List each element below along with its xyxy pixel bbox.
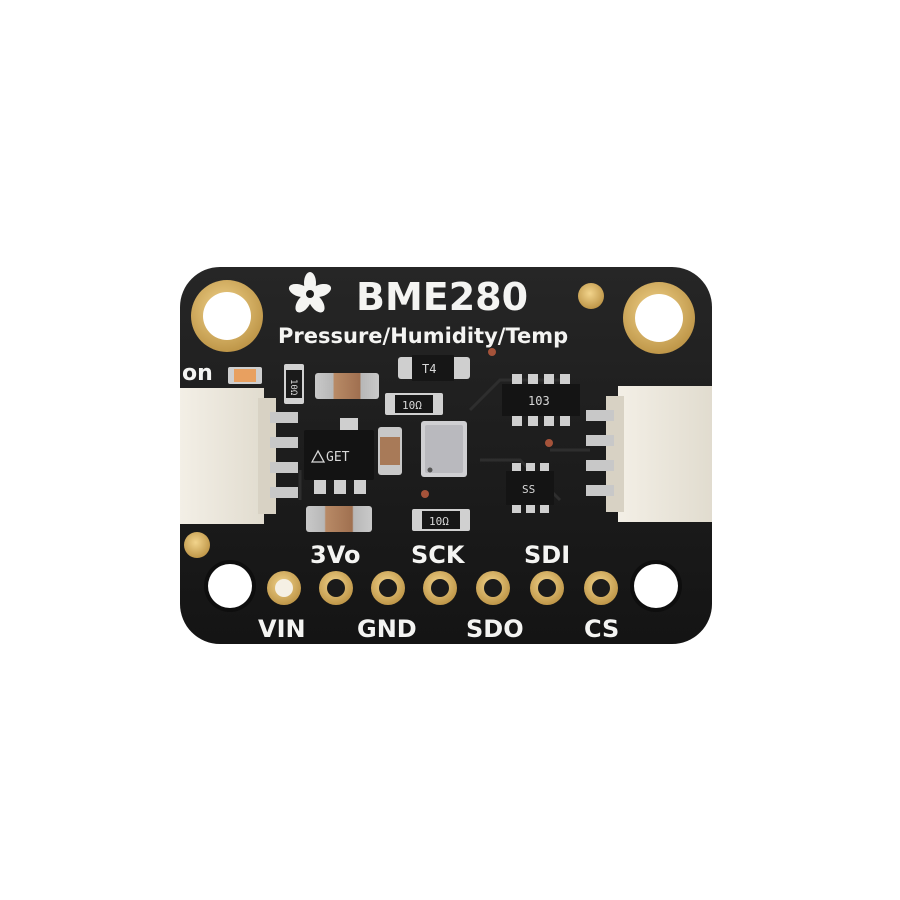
pin-label-gnd: GND bbox=[357, 615, 417, 643]
mosfet: SS bbox=[506, 463, 554, 513]
power-led bbox=[228, 367, 262, 384]
mounting-hole-bottom-left bbox=[204, 560, 256, 612]
jumper-pad-left bbox=[184, 532, 210, 558]
stemma-connector-right bbox=[586, 386, 712, 522]
regulator-label: GET bbox=[326, 450, 350, 465]
pin-sdo bbox=[476, 571, 510, 605]
bme280-sensor-chip bbox=[421, 421, 467, 477]
pin-label-sdi: SDI bbox=[524, 541, 570, 569]
via bbox=[421, 490, 429, 498]
voltage-regulator: GET bbox=[304, 418, 374, 494]
resistor-vertical: 10Ω bbox=[284, 364, 304, 404]
header-pins bbox=[267, 571, 618, 605]
pin-gnd bbox=[371, 571, 405, 605]
transistor-small: T4 bbox=[398, 355, 470, 381]
resistor-horizontal-lower: 10Ω bbox=[412, 509, 470, 531]
pin-label-vin: VIN bbox=[258, 615, 306, 643]
capacitor-top bbox=[315, 373, 379, 399]
mounting-hole-top-right bbox=[623, 282, 695, 354]
pin-label-3vo: 3Vo bbox=[310, 541, 360, 569]
network-label: 103 bbox=[528, 394, 550, 408]
mosfet-label: SS bbox=[522, 483, 535, 496]
mounting-hole-bottom-right bbox=[630, 560, 682, 612]
flower-icon bbox=[288, 272, 332, 313]
board-subtitle: Pressure/Humidity/Temp bbox=[278, 324, 568, 348]
board-title: BME280 bbox=[356, 275, 528, 319]
via bbox=[545, 439, 553, 447]
diode-label: T4 bbox=[422, 362, 436, 376]
via bbox=[488, 348, 496, 356]
resistor-label: 10Ω bbox=[288, 379, 298, 396]
pin-label-sck: SCK bbox=[411, 541, 466, 569]
stemma-connector-left bbox=[180, 388, 298, 524]
pin-label-cs: CS bbox=[584, 615, 619, 643]
svg-text:10Ω: 10Ω bbox=[429, 515, 449, 528]
led-label: on bbox=[182, 361, 213, 386]
svg-text:10Ω: 10Ω bbox=[402, 399, 422, 412]
capacitor-bottom bbox=[306, 506, 372, 532]
pin-sdi bbox=[530, 571, 564, 605]
resistor-horizontal-upper: 10Ω bbox=[385, 393, 443, 415]
capacitor-vertical bbox=[378, 427, 402, 475]
pin-label-sdo: SDO bbox=[466, 615, 524, 643]
pin-3vo bbox=[319, 571, 353, 605]
pin-cs bbox=[584, 571, 618, 605]
pin-sck bbox=[423, 571, 457, 605]
resistor-network: 103 bbox=[502, 374, 580, 426]
mounting-hole-top-left bbox=[191, 280, 263, 352]
jumper-pad-top-right bbox=[578, 283, 604, 309]
pin-vin bbox=[267, 571, 301, 605]
